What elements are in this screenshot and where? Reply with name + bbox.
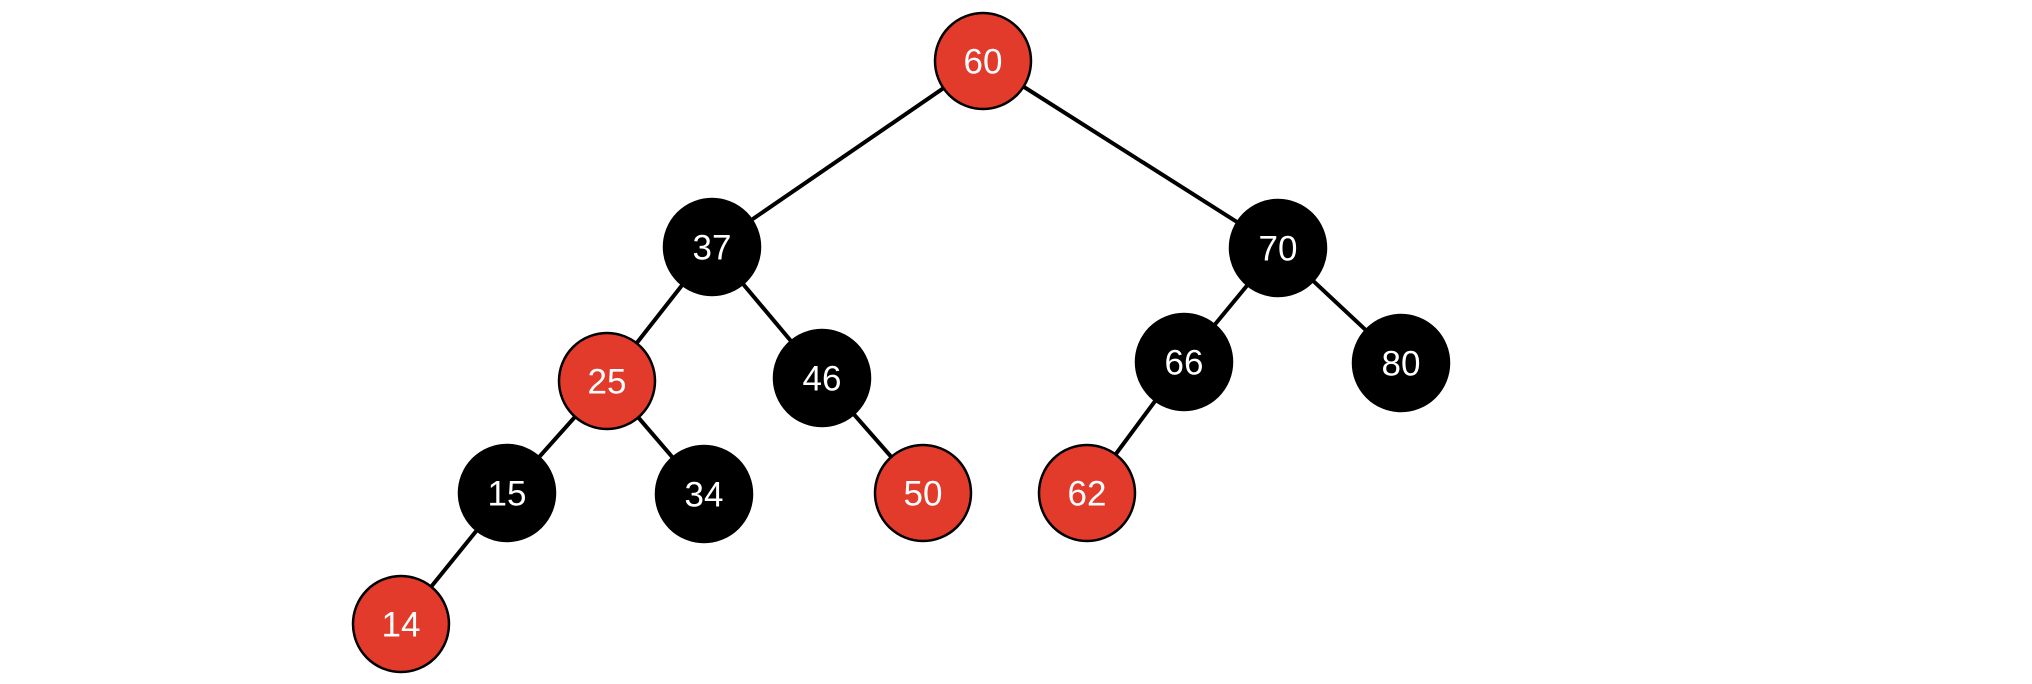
node-circle-37-black[interactable]: [662, 197, 762, 297]
tree-node-46[interactable]: 46: [772, 328, 872, 428]
tree-node-60[interactable]: 60: [933, 11, 1033, 111]
node-circle-46-black[interactable]: [772, 328, 872, 428]
edge-60-70: [981, 59, 1280, 250]
node-circle-80-black[interactable]: [1351, 313, 1451, 413]
tree-node-66[interactable]: 66: [1134, 312, 1234, 412]
node-circle-25-red[interactable]: [557, 331, 657, 431]
tree-node-80[interactable]: 80: [1351, 313, 1451, 413]
edge-60-37: [710, 59, 985, 249]
node-circle-62-red[interactable]: [1037, 443, 1137, 543]
node-circle-66-black[interactable]: [1134, 312, 1234, 412]
tree-node-50[interactable]: 50: [873, 443, 973, 543]
tree-node-14[interactable]: 14: [351, 574, 451, 674]
node-circle-34-black[interactable]: [654, 444, 754, 544]
tree-node-37[interactable]: 37: [662, 197, 762, 297]
node-circle-14-red[interactable]: [351, 574, 451, 674]
tree-node-34[interactable]: 34: [654, 444, 754, 544]
tree-node-70[interactable]: 70: [1228, 198, 1328, 298]
tree-node-25[interactable]: 25: [557, 331, 657, 431]
node-circle-60-red[interactable]: [933, 11, 1033, 111]
node-circle-15-black[interactable]: [457, 443, 557, 543]
node-circle-70-black[interactable]: [1228, 198, 1328, 298]
node-circle-50-red[interactable]: [873, 443, 973, 543]
tree-node-62[interactable]: 62: [1037, 443, 1137, 543]
tree-node-15[interactable]: 15: [457, 443, 557, 543]
